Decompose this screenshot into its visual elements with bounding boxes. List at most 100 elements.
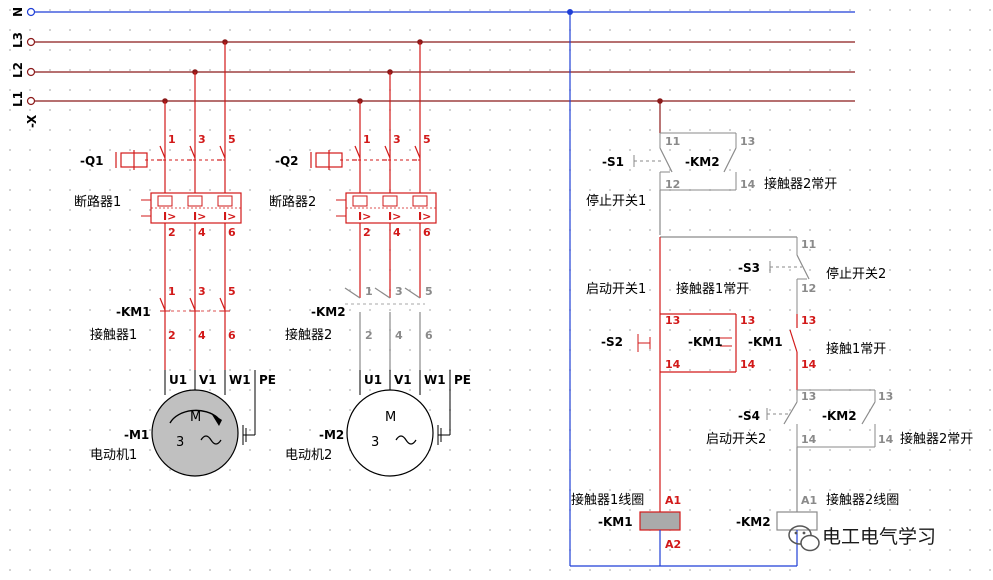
s1-name: 停止开关1 bbox=[586, 193, 646, 209]
q2-top-term-3: 3 bbox=[393, 133, 401, 146]
km1-hold-tag: -KM1 bbox=[688, 335, 723, 349]
coil1-tag: -KM1 bbox=[598, 515, 633, 529]
m2-term-pe: PE bbox=[454, 373, 471, 387]
km2-main-tag: -KM2 bbox=[311, 305, 346, 319]
km1-hold-term-13: 13 bbox=[740, 314, 755, 327]
svg-text:I>: I> bbox=[418, 210, 431, 223]
watermark-text: 电工电气学习 bbox=[822, 526, 936, 548]
s2-term-13: 13 bbox=[665, 314, 680, 327]
q2-top-term-1: 1 bbox=[363, 133, 371, 146]
km2-hold-term-13: 13 bbox=[878, 390, 893, 403]
svg-text:I>: I> bbox=[193, 210, 206, 223]
coil1-term-a1: A1 bbox=[665, 494, 681, 507]
m1-term-pe: PE bbox=[259, 373, 276, 387]
q1-bottom-term-6: 6 bbox=[228, 226, 236, 239]
q1-name: 断路器1 bbox=[74, 194, 121, 210]
motor2-icon bbox=[346, 389, 434, 477]
supply-rails bbox=[26, 7, 855, 106]
coil1-name: 接触器1线圈 bbox=[571, 492, 644, 508]
m2-term-u1: U1 bbox=[364, 373, 382, 387]
km2-nc-term-13: 13 bbox=[740, 135, 755, 148]
km1-aux-term-14: 14 bbox=[801, 358, 817, 371]
coil2-tag: -KM2 bbox=[736, 515, 771, 529]
km2-nc-tag: -KM2 bbox=[685, 155, 720, 169]
svg-text:I>: I> bbox=[223, 210, 236, 223]
q1-tag: -Q1 bbox=[80, 154, 104, 168]
s3-term-11: 11 bbox=[801, 238, 816, 251]
s4-term-13: 13 bbox=[801, 390, 816, 403]
km1-main-tag: -KM1 bbox=[116, 305, 151, 319]
q2-name: 断路器2 bbox=[269, 194, 316, 210]
km1-aux-term-13: 13 bbox=[801, 314, 816, 327]
m2-name: 电动机2 bbox=[285, 448, 332, 463]
s1-tag: -S1 bbox=[602, 155, 624, 169]
m1-tag: -M1 bbox=[124, 428, 149, 442]
km1-aux-tag: -KM1 bbox=[748, 335, 783, 349]
s3-tag: -S3 bbox=[738, 261, 760, 275]
q1-top-term-5: 5 bbox=[228, 133, 236, 146]
s2-tag: -S2 bbox=[601, 335, 623, 349]
m2-m-label: M bbox=[385, 410, 396, 425]
s2-term-14: 14 bbox=[665, 358, 681, 371]
km2-top-term-3: 3 bbox=[395, 285, 403, 298]
motor1-icon bbox=[151, 389, 239, 477]
km1-top-term-5: 5 bbox=[228, 285, 236, 298]
svg-text:I>: I> bbox=[358, 210, 371, 223]
km2-nc-term-14: 14 bbox=[740, 178, 756, 191]
s2-name: 启动开关1 bbox=[586, 282, 646, 297]
m1-term-u1: U1 bbox=[169, 373, 187, 387]
km2-top-term-5: 5 bbox=[425, 285, 433, 298]
svg-text:I>: I> bbox=[163, 210, 176, 223]
q2-top-term-5: 5 bbox=[423, 133, 431, 146]
s4-name: 启动开关2 bbox=[706, 432, 766, 447]
km2-hold-tag: -KM2 bbox=[822, 409, 857, 423]
m2-tag: -M2 bbox=[319, 428, 344, 442]
q2-bottom-term-4: 4 bbox=[393, 226, 401, 239]
motor1-power-circuit: I> I> I> bbox=[115, 39, 256, 477]
coil2-name: 接触器2线圈 bbox=[826, 492, 899, 508]
km1-main-name: 接触器1 bbox=[90, 327, 137, 343]
rail-terminal-label: -X bbox=[25, 114, 39, 128]
q1-bottom-term-4: 4 bbox=[198, 226, 206, 239]
q1-bottom-term-2: 2 bbox=[168, 226, 176, 239]
m2-term-w1: W1 bbox=[424, 373, 446, 387]
s3-term-12: 12 bbox=[801, 282, 816, 295]
km1-bottom-term-2: 2 bbox=[168, 329, 176, 342]
km2-top-term-1: 1 bbox=[365, 285, 373, 298]
q1-top-term-3: 3 bbox=[198, 133, 206, 146]
control-circuit bbox=[567, 9, 876, 567]
km2-main-name: 接触器2 bbox=[285, 327, 332, 343]
motor2-power-circuit: I> I> I> bbox=[310, 39, 451, 477]
km2-bottom-term-2: 2 bbox=[365, 329, 373, 342]
km2-coil-icon bbox=[776, 511, 818, 531]
km1-top-term-3: 3 bbox=[198, 285, 206, 298]
m1-term-w1: W1 bbox=[229, 373, 251, 387]
km1-coil-icon bbox=[639, 511, 681, 531]
coil1-term-a2: A2 bbox=[665, 538, 681, 551]
q1-top-term-1: 1 bbox=[168, 133, 176, 146]
km1-top-term-1: 1 bbox=[168, 285, 176, 298]
rail-label-l3: L3 bbox=[11, 32, 25, 48]
rail-label-n: N bbox=[11, 7, 25, 17]
q2-bottom-term-6: 6 bbox=[423, 226, 431, 239]
km1-hold-name: 接触器1常开 bbox=[676, 281, 749, 297]
m1-name: 电动机1 bbox=[90, 448, 137, 463]
km1-aux-name: 接触1常开 bbox=[826, 341, 886, 357]
km1-bottom-term-6: 6 bbox=[228, 329, 236, 342]
wechat-icon bbox=[788, 525, 820, 552]
rail-label-l1: L1 bbox=[11, 91, 25, 107]
m1-m-label: M bbox=[190, 410, 201, 425]
m2-term-v1: V1 bbox=[394, 373, 412, 387]
svg-text:I>: I> bbox=[388, 210, 401, 223]
km2-bottom-term-6: 6 bbox=[425, 329, 433, 342]
m2-phase-label: 3 bbox=[371, 435, 379, 450]
s1-term-12: 12 bbox=[665, 178, 680, 191]
km2-nc-name: 接触器2常开 bbox=[764, 176, 837, 192]
km2-hold-name: 接触器2常开 bbox=[900, 431, 973, 447]
km2-bottom-term-4: 4 bbox=[395, 329, 403, 342]
coil2-term-a1: A1 bbox=[801, 494, 817, 507]
rail-label-l2: L2 bbox=[11, 62, 25, 78]
km1-bottom-term-4: 4 bbox=[198, 329, 206, 342]
